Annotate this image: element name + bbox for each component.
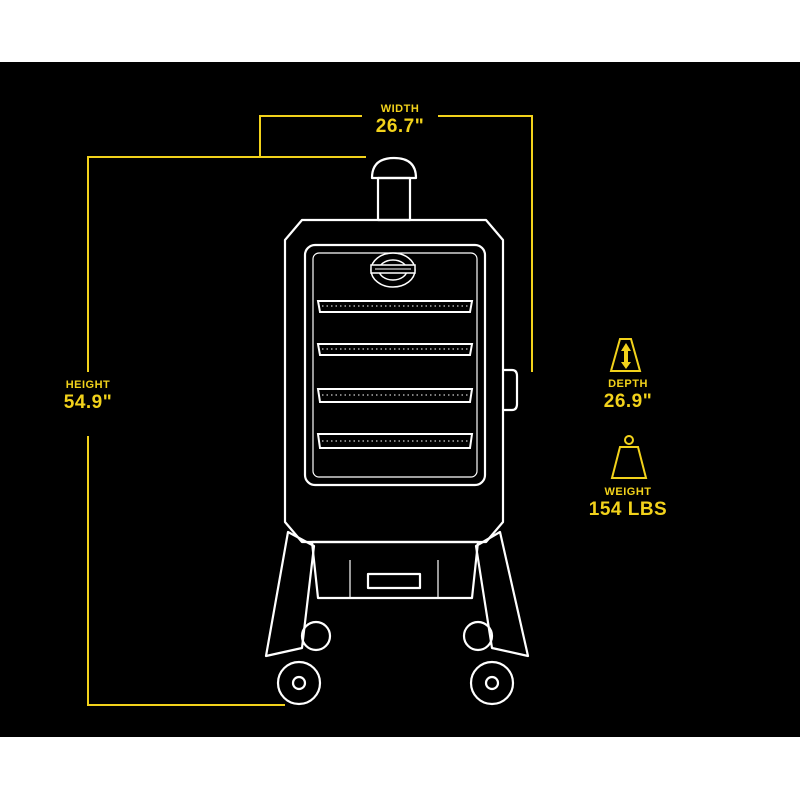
window-frame — [303, 243, 487, 487]
dimension-lines — [87, 115, 533, 706]
rack-1 — [316, 300, 474, 313]
width-title: WIDTH — [380, 103, 420, 115]
weight-label: WEIGHT 154 LBS — [572, 486, 684, 521]
depth-title: DEPTH — [608, 378, 648, 390]
wheel-front-right — [469, 660, 515, 706]
depth-value: 26.9" — [603, 391, 653, 412]
logo-badge — [370, 252, 416, 288]
door-handle — [503, 368, 519, 412]
grease-drawer — [366, 572, 422, 590]
height-bracket-bottom — [87, 436, 285, 706]
weight-value: 154 LBS — [588, 499, 668, 520]
wheel-front-left — [276, 660, 322, 706]
width-bracket-left — [259, 115, 362, 158]
width-bracket-right — [438, 115, 533, 372]
height-value: 54.9" — [63, 392, 113, 413]
weight-title: WEIGHT — [604, 486, 652, 498]
depth-arrow-icon — [609, 338, 642, 372]
rack-3 — [316, 388, 474, 403]
width-value: 26.7" — [375, 116, 425, 137]
left-leg — [264, 530, 316, 658]
height-title: HEIGHT — [65, 379, 111, 391]
right-leg — [474, 530, 530, 658]
lower-housing — [310, 540, 480, 600]
rack-4 — [316, 433, 474, 449]
width-label: WIDTH 26.7" — [340, 103, 460, 138]
cabinet-outline — [283, 218, 505, 544]
weight-icon — [610, 435, 648, 479]
cooking-racks — [316, 300, 474, 449]
black-panel — [0, 62, 800, 737]
depth-label: DEPTH 26.9" — [580, 378, 676, 413]
height-bracket-top — [87, 156, 366, 372]
rack-2 — [316, 343, 474, 356]
height-label: HEIGHT 54.9" — [40, 379, 136, 414]
wheel-rear-right — [462, 620, 494, 652]
chimney-pipe — [376, 176, 412, 222]
wheel-rear-left — [300, 620, 332, 652]
smoker-base — [264, 530, 530, 706]
chimney-cap — [370, 156, 418, 180]
